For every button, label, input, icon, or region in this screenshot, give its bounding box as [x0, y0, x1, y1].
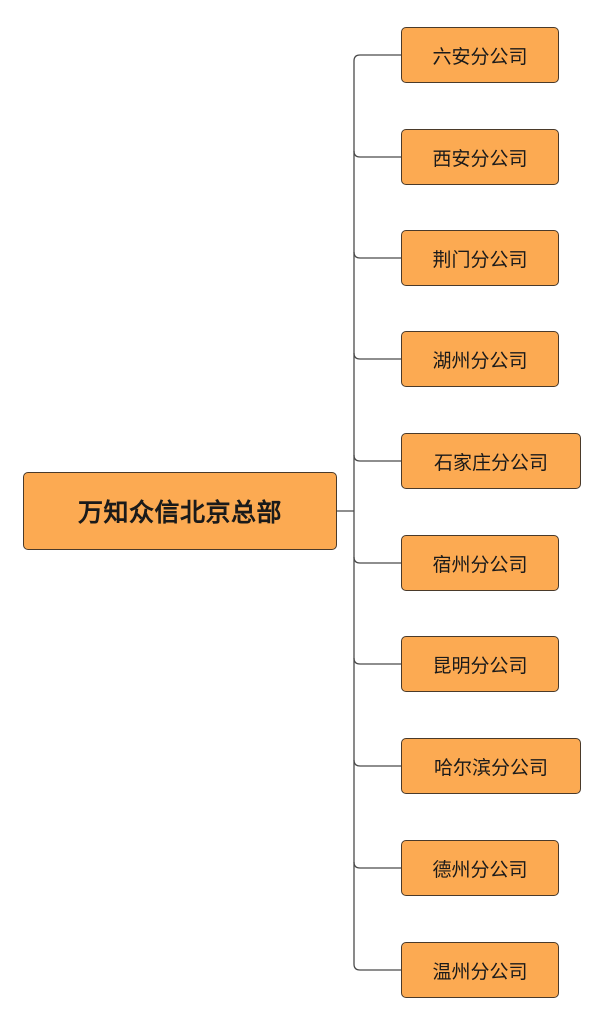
branch-connector [353, 251, 401, 259]
branch-node[interactable]: 荆门分公司 [401, 230, 559, 286]
branch-connector [353, 352, 401, 360]
branch-node[interactable]: 昆明分公司 [401, 636, 559, 692]
branch-node-label: 哈尔滨分公司 [433, 756, 548, 779]
branch-connector [353, 759, 401, 767]
branch-node-label: 石家庄分公司 [433, 451, 548, 474]
branch-node[interactable]: 温州分公司 [401, 942, 559, 998]
branch-connector [353, 556, 401, 564]
branch-node-label: 湖州分公司 [432, 349, 528, 372]
branch-connector [353, 54, 401, 62]
branch-node-label: 温州分公司 [432, 960, 528, 983]
branch-node[interactable]: 哈尔滨分公司 [401, 738, 581, 794]
branch-node[interactable]: 德州分公司 [401, 840, 559, 896]
branch-node-label: 昆明分公司 [432, 654, 528, 677]
branch-node-label: 宿州分公司 [432, 553, 528, 576]
branch-connector [353, 150, 401, 158]
branch-connector [353, 454, 401, 462]
branch-node[interactable]: 西安分公司 [401, 129, 559, 185]
branch-connector [353, 861, 401, 869]
branch-node[interactable]: 湖州分公司 [401, 331, 559, 387]
branch-connector [353, 963, 401, 971]
branch-node-label: 德州分公司 [432, 858, 528, 881]
branch-node-label: 六安分公司 [432, 45, 528, 68]
branch-node[interactable]: 宿州分公司 [401, 535, 559, 591]
branch-node-label: 西安分公司 [432, 147, 528, 170]
branch-connector [353, 657, 401, 665]
branch-node[interactable]: 六安分公司 [401, 27, 559, 83]
root-node-label: 万知众信北京总部 [77, 498, 282, 527]
branch-node[interactable]: 石家庄分公司 [401, 433, 581, 489]
root-node[interactable]: 万知众信北京总部 [23, 472, 337, 550]
branch-node-label: 荆门分公司 [432, 248, 528, 271]
